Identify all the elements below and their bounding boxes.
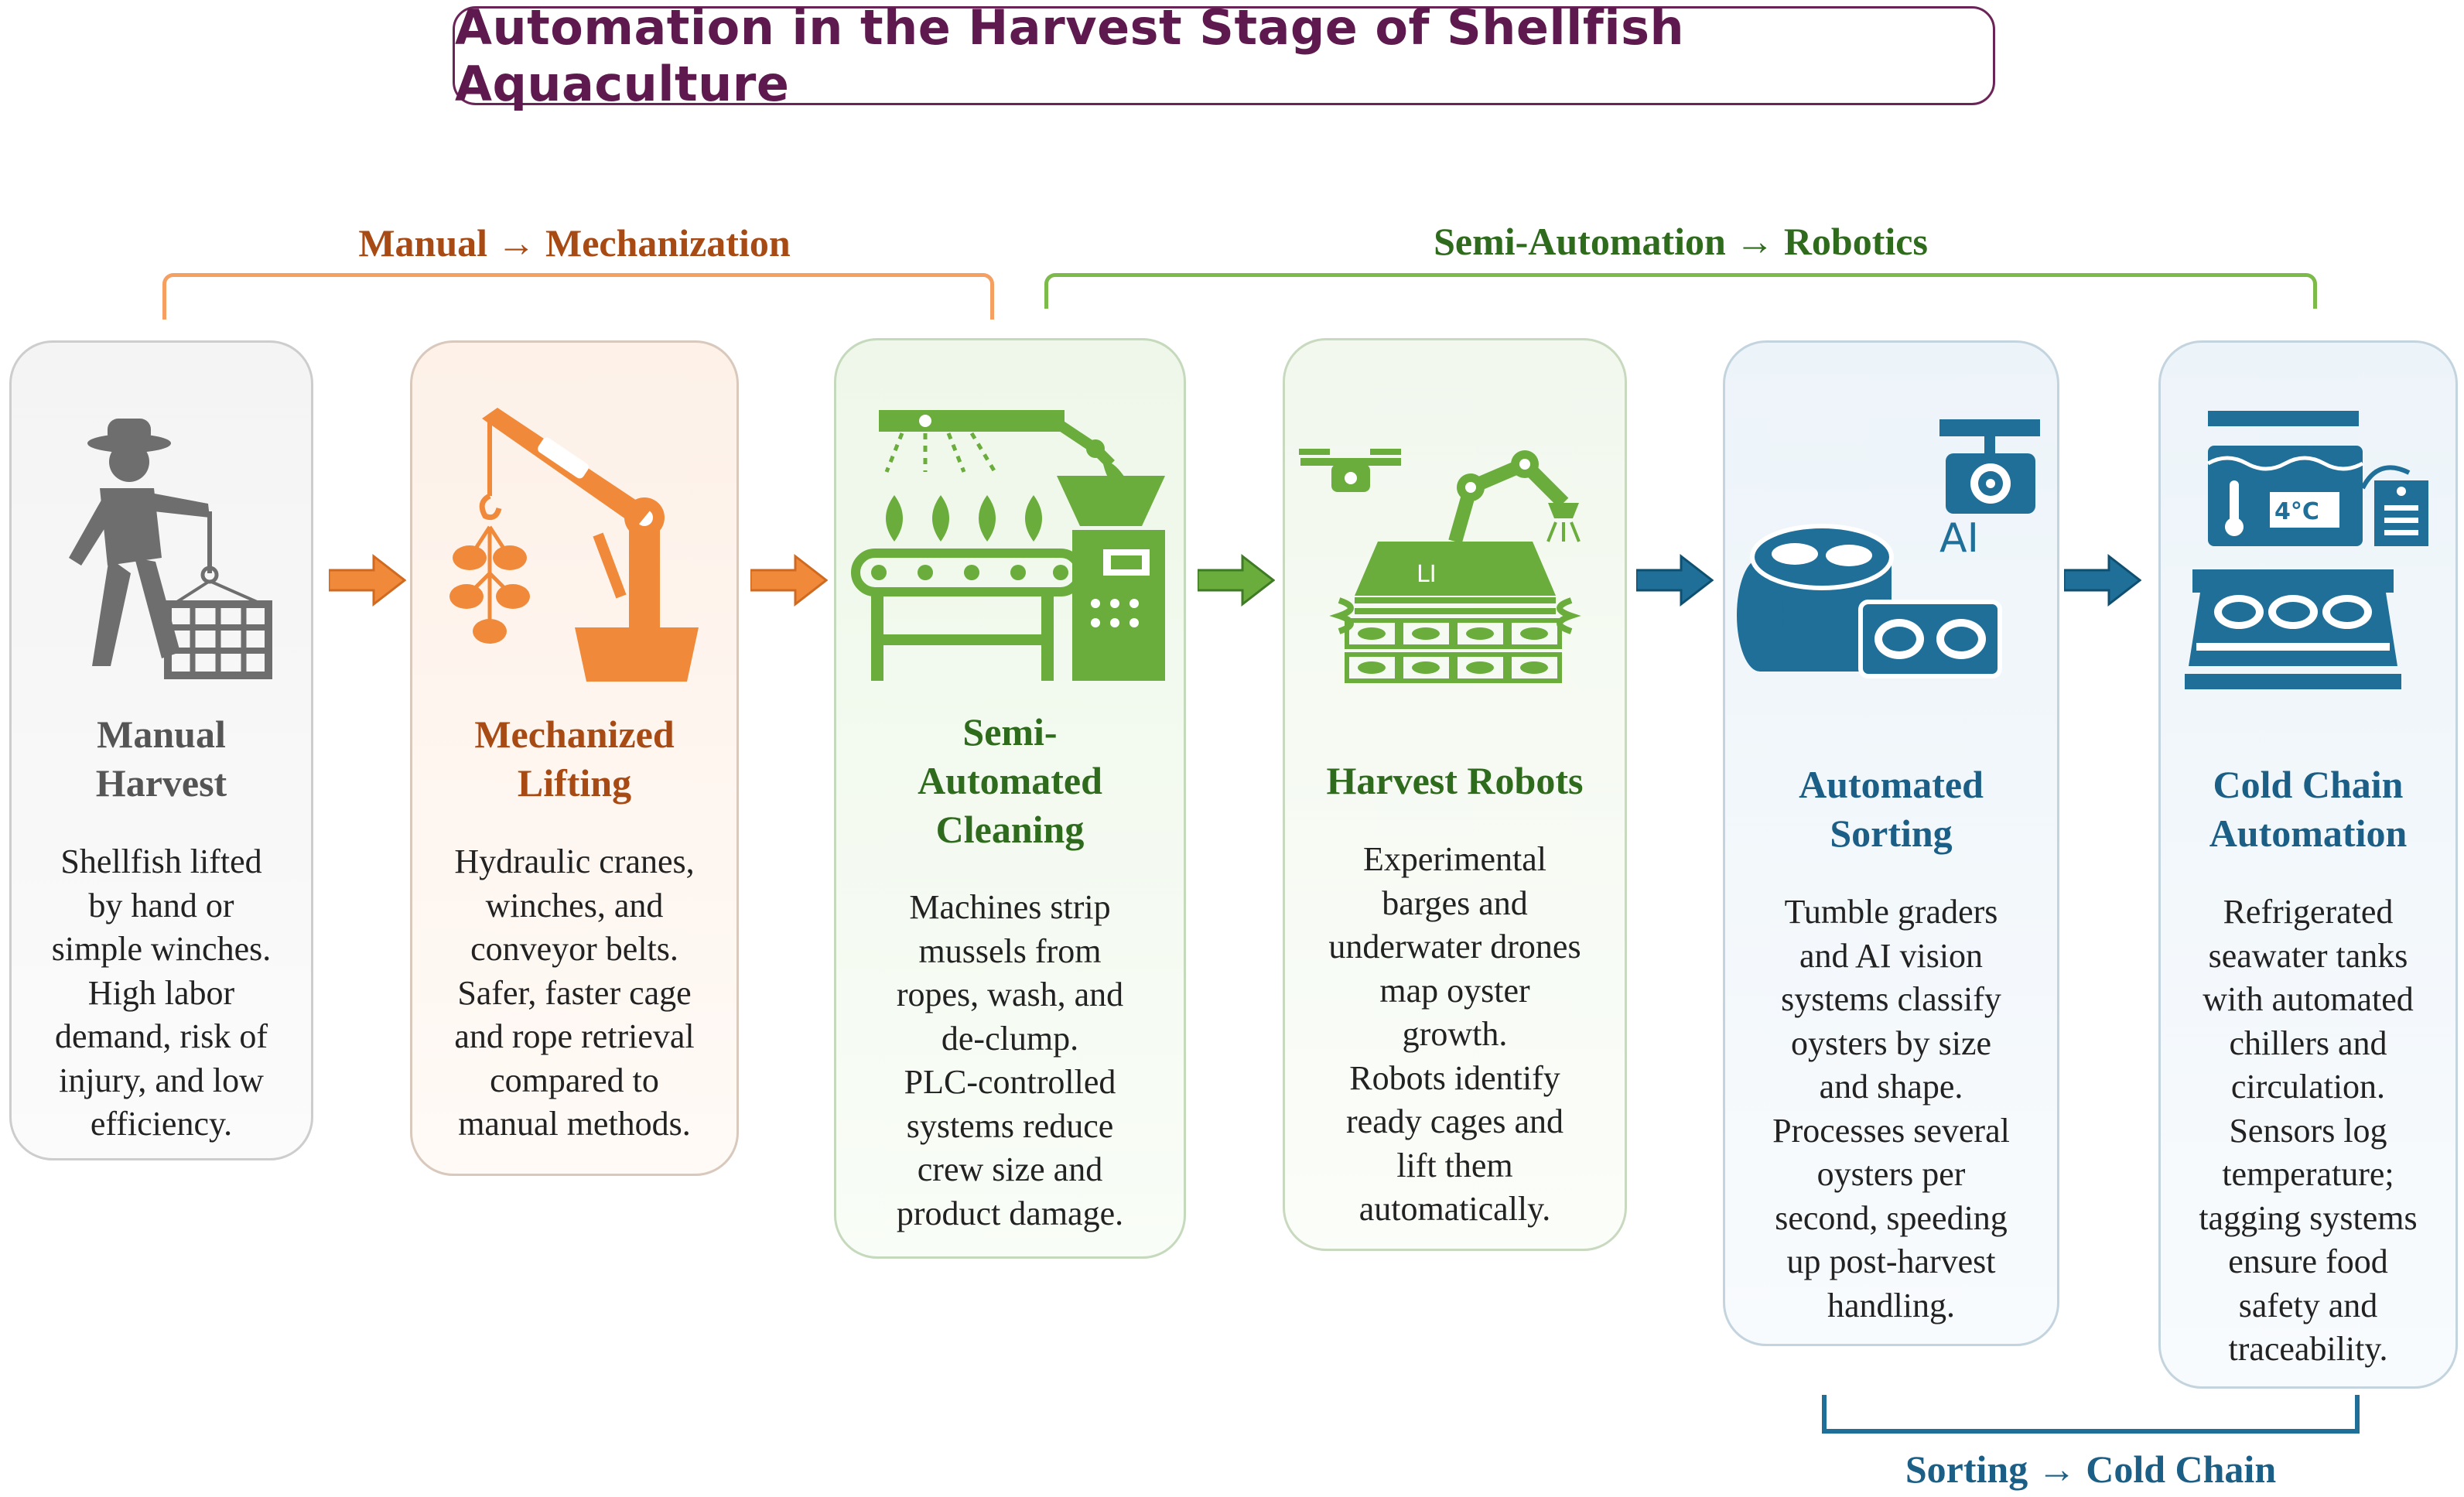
bracket-manual-mechanization — [162, 273, 994, 320]
ai-label: AI — [1939, 515, 1979, 562]
cold-chain-tank-icon: 4°C — [2161, 411, 2455, 705]
group-label-semi-robotics: Semi-Automation → Robotics — [1434, 220, 1928, 263]
flow-arrow-icon — [1198, 553, 1275, 607]
temperature-display: 4°C — [2274, 498, 2319, 525]
stage-title: Semi-Automated Cleaning — [918, 710, 1102, 851]
flow-arrow-icon — [2064, 553, 2141, 607]
stage-description: Hydraulic cranes,winches, and conveyor b… — [454, 842, 695, 1143]
worker-lifting-cage-icon — [12, 403, 311, 697]
flow-arrow-icon — [750, 553, 828, 607]
flow-arrow-icon — [1636, 553, 1714, 607]
flow-arrow-icon — [329, 553, 406, 607]
group-label-sorting-cold: Sorting → Cold Chain — [1905, 1447, 2277, 1491]
title-box: Automation in the Harvest Stage of Shell… — [453, 0, 1995, 112]
barge-label: LI — [1417, 561, 1437, 588]
cleaning-conveyor-icon — [836, 402, 1184, 696]
bracket-semi-robotics — [1044, 273, 2317, 309]
page-title: Automation in the Harvest Stage of Shell… — [455, 0, 1685, 112]
harvest-robot-barge-icon: LI — [1285, 418, 1625, 712]
bracket-sorting-cold — [1822, 1395, 2360, 1434]
hydraulic-crane-icon — [412, 403, 736, 697]
ai-vision-sorting-icon: AI — [1725, 416, 2057, 710]
group-label-manual-mechanization: Manual → Mechanization — [358, 221, 791, 265]
stage-title: Harvest Robots — [1326, 759, 1584, 802]
